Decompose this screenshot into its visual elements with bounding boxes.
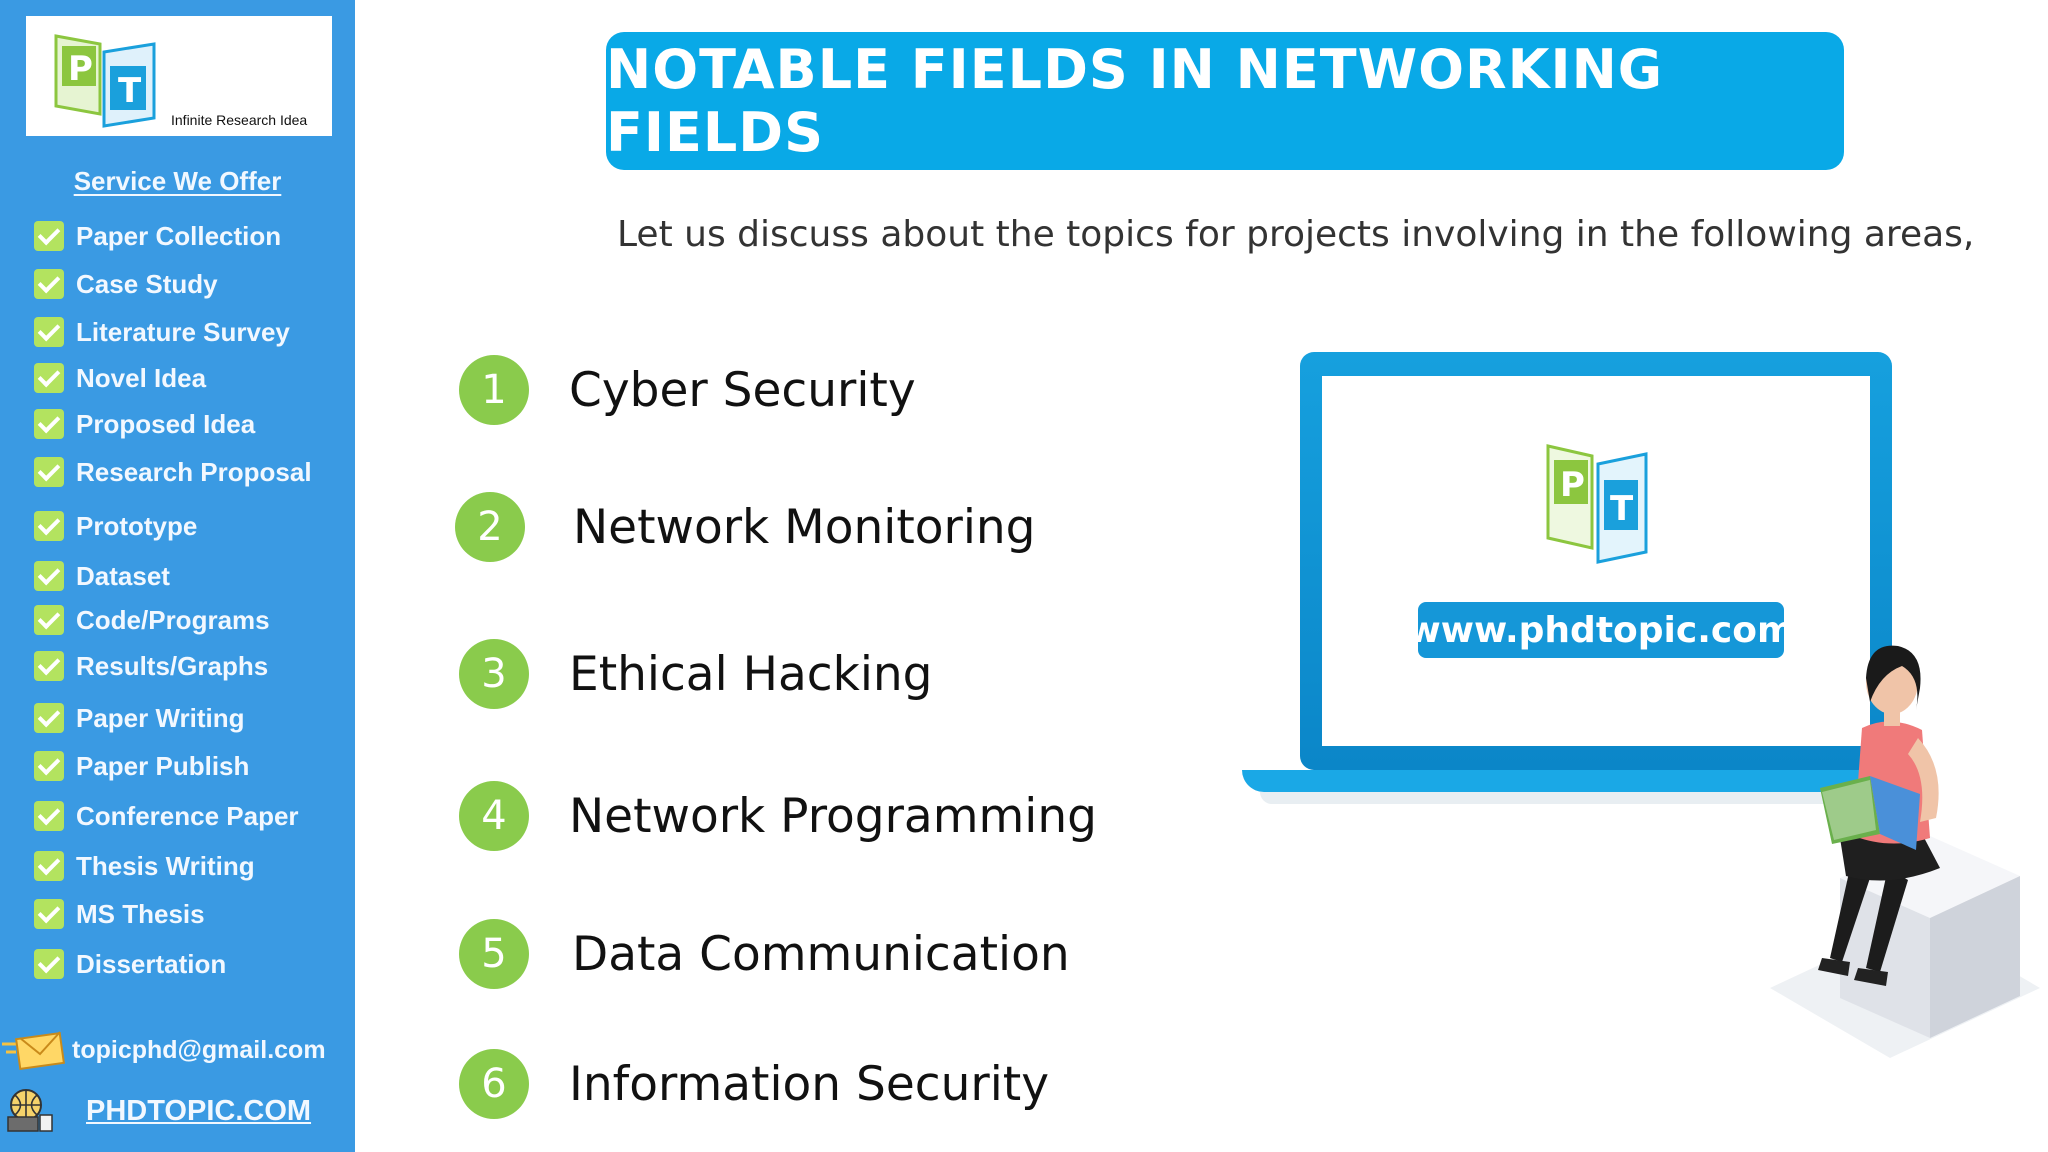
service-item-label: Literature Survey [76, 316, 290, 347]
svg-text:T: T [118, 71, 142, 111]
services-heading[interactable]: Service We Offer [73, 166, 282, 196]
book-logo-icon: P T [1546, 444, 1648, 564]
topic-label: Data Communication [572, 926, 1070, 982]
service-item-label: Paper Publish [76, 750, 250, 781]
service-item-label: Dataset [76, 560, 170, 591]
service-item[interactable]: Code/Programs [34, 602, 270, 638]
service-item-label: Proposed Idea [76, 408, 256, 439]
topic-label: Cyber Security [569, 362, 916, 418]
check-icon [34, 605, 64, 635]
laptop-shadow [1260, 792, 1880, 804]
service-item[interactable]: Dataset [34, 558, 170, 594]
service-item[interactable]: Prototype [34, 508, 197, 544]
website-link[interactable]: PHDTOPIC.COM [4, 1086, 311, 1136]
service-item-label: Novel Idea [76, 362, 207, 393]
woman-reading-illustration [1770, 645, 2040, 1058]
service-item[interactable]: Thesis Writing [34, 848, 255, 884]
check-icon [34, 651, 64, 681]
topic-number-badge: 6 [459, 1049, 529, 1119]
topic-item: 2 Network Monitoring [455, 487, 1036, 567]
service-item[interactable]: MS Thesis [34, 896, 205, 932]
service-item[interactable]: Paper Collection [34, 218, 281, 254]
service-item-label: Code/Programs [76, 604, 270, 635]
service-item[interactable]: Paper Writing [34, 700, 245, 736]
check-icon [34, 221, 64, 251]
topic-label: Information Security [569, 1056, 1050, 1112]
service-item-label: Research Proposal [76, 456, 312, 487]
service-item[interactable]: Results/Graphs [34, 648, 268, 684]
topic-number-badge: 4 [459, 781, 529, 851]
topic-item: 5 Data Communication [459, 914, 1070, 994]
service-item[interactable]: Literature Survey [34, 314, 290, 350]
topic-item: 4 Network Programming [459, 776, 1097, 856]
check-icon [34, 363, 64, 393]
laptop-display: P T www.phdtopic.com [1322, 376, 1870, 746]
service-item-label: Paper Writing [76, 702, 245, 733]
check-icon [34, 561, 64, 591]
check-icon [34, 511, 64, 541]
website-url-badge[interactable]: www.phdtopic.com [1408, 602, 1794, 658]
svg-text:P: P [68, 49, 93, 89]
topic-number-badge: 2 [455, 492, 525, 562]
website-url: www.phdtopic.com [1407, 609, 1795, 651]
service-item[interactable]: Paper Publish [34, 748, 249, 784]
service-item[interactable]: Dissertation [34, 946, 226, 982]
check-icon [34, 409, 64, 439]
check-icon [34, 949, 64, 979]
service-item-label: Results/Graphs [76, 650, 269, 681]
website-url: PHDTOPIC.COM [86, 1094, 312, 1127]
topic-number-badge: 1 [459, 355, 529, 425]
service-item-label: Paper Collection [76, 220, 282, 251]
check-icon [34, 851, 64, 881]
check-icon [34, 317, 64, 347]
topic-item: 6 Information Security [459, 1044, 1049, 1124]
topic-number-badge: 5 [459, 919, 529, 989]
topic-number-badge: 3 [459, 639, 529, 709]
topic-label: Network Programming [569, 788, 1097, 844]
service-item-label: Conference Paper [76, 800, 299, 831]
svg-text:P: P [1560, 465, 1585, 505]
service-item[interactable]: Conference Paper [34, 798, 299, 834]
service-item-label: Thesis Writing [76, 850, 255, 881]
book-logo-icon: P T [54, 34, 156, 128]
logo-tagline: Infinite Research Idea [171, 112, 308, 128]
check-icon [34, 269, 64, 299]
page-title: NOTABLE FIELDS IN NETWORKING FIELDS [606, 38, 1664, 164]
title-banner: NOTABLE FIELDS IN NETWORKING FIELDS [606, 32, 1844, 170]
service-item-label: Prototype [76, 510, 198, 541]
brand-logo: P T Infinite Research Idea [26, 16, 332, 136]
topic-item: 1 Cyber Security [459, 350, 916, 430]
check-icon [34, 703, 64, 733]
laptop-illustration: P T www.phdtopic.com [1300, 352, 1892, 770]
service-item[interactable]: Case Study [34, 266, 218, 302]
service-item-label: Case Study [76, 268, 218, 299]
service-item-label: Dissertation [76, 948, 227, 979]
service-item-label: MS Thesis [76, 898, 205, 929]
contact-email-link[interactable]: topicphd@gmail.com [0, 1028, 326, 1072]
laptop-base [1242, 770, 1896, 792]
contact-email: topicphd@gmail.com [72, 1035, 326, 1064]
envelope-icon [2, 1031, 66, 1070]
topic-item: 3 Ethical Hacking [459, 634, 933, 714]
sidebar: P T Infinite Research Idea Service We Of… [0, 0, 355, 1152]
service-item[interactable]: Proposed Idea [34, 406, 255, 442]
page-subtitle: Let us discuss about the topics for proj… [617, 214, 1975, 255]
check-icon [34, 801, 64, 831]
service-item[interactable]: Research Proposal [34, 454, 312, 490]
service-item[interactable]: Novel Idea [34, 360, 206, 396]
svg-text:T: T [1610, 489, 1634, 529]
topic-label: Network Monitoring [573, 499, 1036, 555]
check-icon [34, 899, 64, 929]
check-icon [34, 457, 64, 487]
topic-label: Ethical Hacking [569, 646, 933, 702]
check-icon [34, 751, 64, 781]
globe-computer-icon [7, 1089, 53, 1132]
